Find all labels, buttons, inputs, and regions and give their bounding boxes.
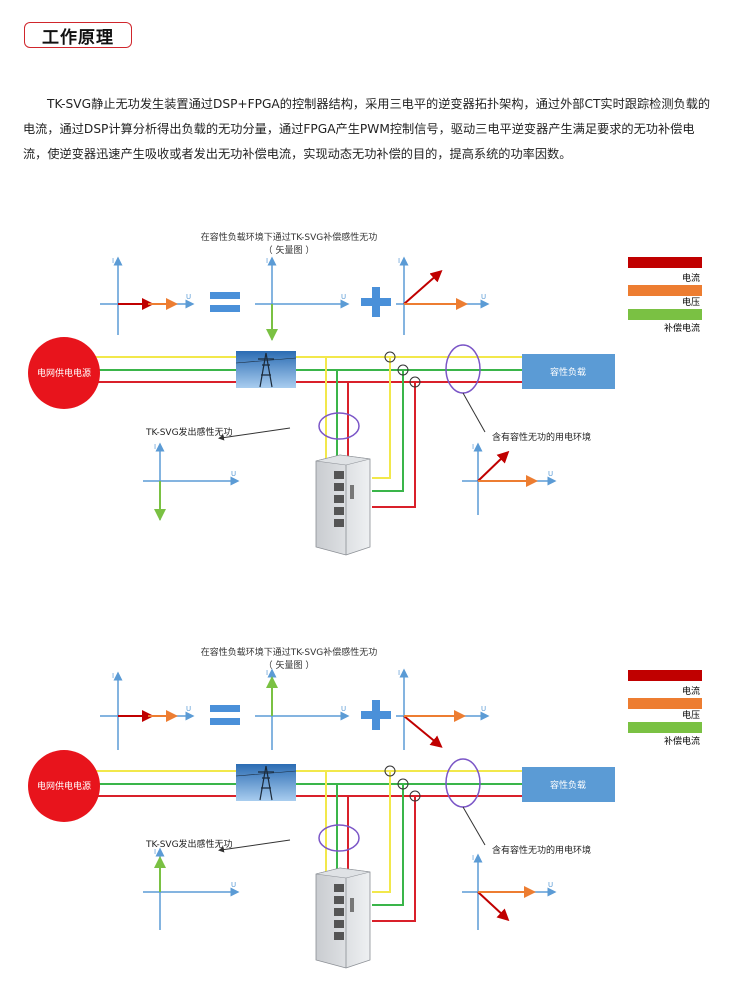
axis-label-i: I [266, 669, 268, 677]
load-env-pointer [462, 806, 486, 846]
svg-output-highlight [318, 824, 360, 852]
svg-output-pointer [218, 839, 291, 853]
svg-output-highlight [318, 412, 360, 440]
transmission-tower-image [235, 351, 297, 388]
vector-plot-compensation: I U [255, 256, 350, 341]
axis-label-u: U [341, 705, 346, 713]
legend-swatch-current [628, 670, 702, 681]
legend-swatch-current [628, 257, 702, 268]
legend-label-current: 电流 [682, 272, 700, 284]
load-env-label: 含有容性无功的用电环境 [492, 844, 591, 856]
axis-label-u: U [481, 705, 486, 713]
equals-sign [210, 292, 240, 299]
caption-line2: （ 矢量图 ） [264, 659, 315, 671]
intro-paragraph: TK-SVG静止无功发生装置通过DSP+FPGA的控制器结构，采用三电平的逆变器… [23, 97, 711, 161]
legend-label-compensation: 补偿电流 [664, 735, 700, 747]
vector-plot-svg-output: I U [143, 847, 240, 930]
axis-label-i: I [154, 848, 156, 856]
svg-cabinet [315, 867, 371, 969]
vector-plot-load: I U [100, 256, 195, 335]
caption-line2: （ 矢量图 ） [264, 244, 315, 256]
legend-swatch-voltage [628, 698, 702, 709]
grid-source-label: 电网供电电源 [37, 367, 91, 379]
capacitive-load-box [522, 354, 615, 389]
axis-label-u: U [231, 881, 236, 889]
section-title-box: 工作原理 [24, 22, 132, 48]
section-title: 工作原理 [42, 27, 114, 48]
axis-label-i: I [398, 669, 400, 677]
axis-label-i: I [112, 672, 114, 680]
axis-label-u: U [341, 293, 346, 301]
vector-diagram-2: 在容性负载环境下通过TK-SVG补偿感性无功 （ 矢量图 ） 电流 电压 补偿电… [28, 646, 702, 969]
caption-line1: 在容性负载环境下通过TK-SVG补偿感性无功 [201, 646, 378, 658]
axis-label-i: I [398, 257, 400, 265]
vector-plot-compensation: I U [255, 668, 350, 750]
axis-label-u: U [231, 470, 236, 478]
legend-swatch-voltage [628, 285, 702, 296]
legend-label-voltage: 电压 [682, 709, 700, 721]
svg-output-label: TK-SVG发出感性无功 [145, 838, 233, 850]
axis-label-u: U [481, 293, 486, 301]
grid-source [28, 750, 100, 822]
legend-label-voltage: 电压 [682, 296, 700, 308]
vector-diagram-1: 在容性负载环境下通过TK-SVG补偿感性无功 （ 矢量图 ） 电流 电压 补偿电… [28, 231, 702, 556]
caption-line1: 在容性负载环境下通过TK-SVG补偿感性无功 [201, 231, 378, 243]
vector-plot-load: I U [100, 671, 195, 750]
load-env-label: 含有容性无功的用电环境 [492, 431, 591, 443]
grid-source-label: 电网供电电源 [37, 780, 91, 792]
axis-label-i: I [266, 257, 268, 265]
axis-label-u: U [548, 881, 553, 889]
vector-plot-result: I U [396, 668, 490, 750]
svg-output-label: TK-SVG发出感性无功 [145, 426, 233, 438]
axis-label-u: U [548, 470, 553, 478]
vector-plot-result: I U [396, 256, 490, 335]
vector-plot-svg-output: I U [143, 442, 240, 521]
legend: 电流 电压 补偿电流 [628, 257, 702, 334]
load-env-pointer [462, 392, 486, 433]
legend-label-current: 电流 [682, 685, 700, 697]
axis-label-u: U [186, 705, 191, 713]
capacitive-load-box [522, 767, 615, 802]
axis-label-i: I [154, 443, 156, 451]
equals-sign [210, 705, 240, 712]
legend-swatch-compensation [628, 309, 702, 320]
vector-plot-load-env: I U [462, 442, 557, 515]
legend-swatch-compensation [628, 722, 702, 733]
svg-cabinet [315, 454, 371, 556]
legend: 电流 电压 补偿电流 [628, 670, 702, 747]
transmission-tower-image [235, 764, 297, 801]
capacitive-load-label: 容性负载 [550, 779, 586, 791]
legend-label-compensation: 补偿电流 [664, 322, 700, 334]
grid-source [28, 337, 100, 409]
capacitive-load-label: 容性负载 [550, 366, 586, 378]
power-bus [86, 765, 522, 922]
axis-label-i: I [472, 854, 474, 862]
vector-plot-load-env: I U [462, 853, 557, 930]
svg-output-pointer [218, 427, 291, 441]
axis-label-u: U [186, 293, 191, 301]
axis-label-i: I [112, 257, 114, 265]
axis-label-i: I [472, 443, 474, 451]
